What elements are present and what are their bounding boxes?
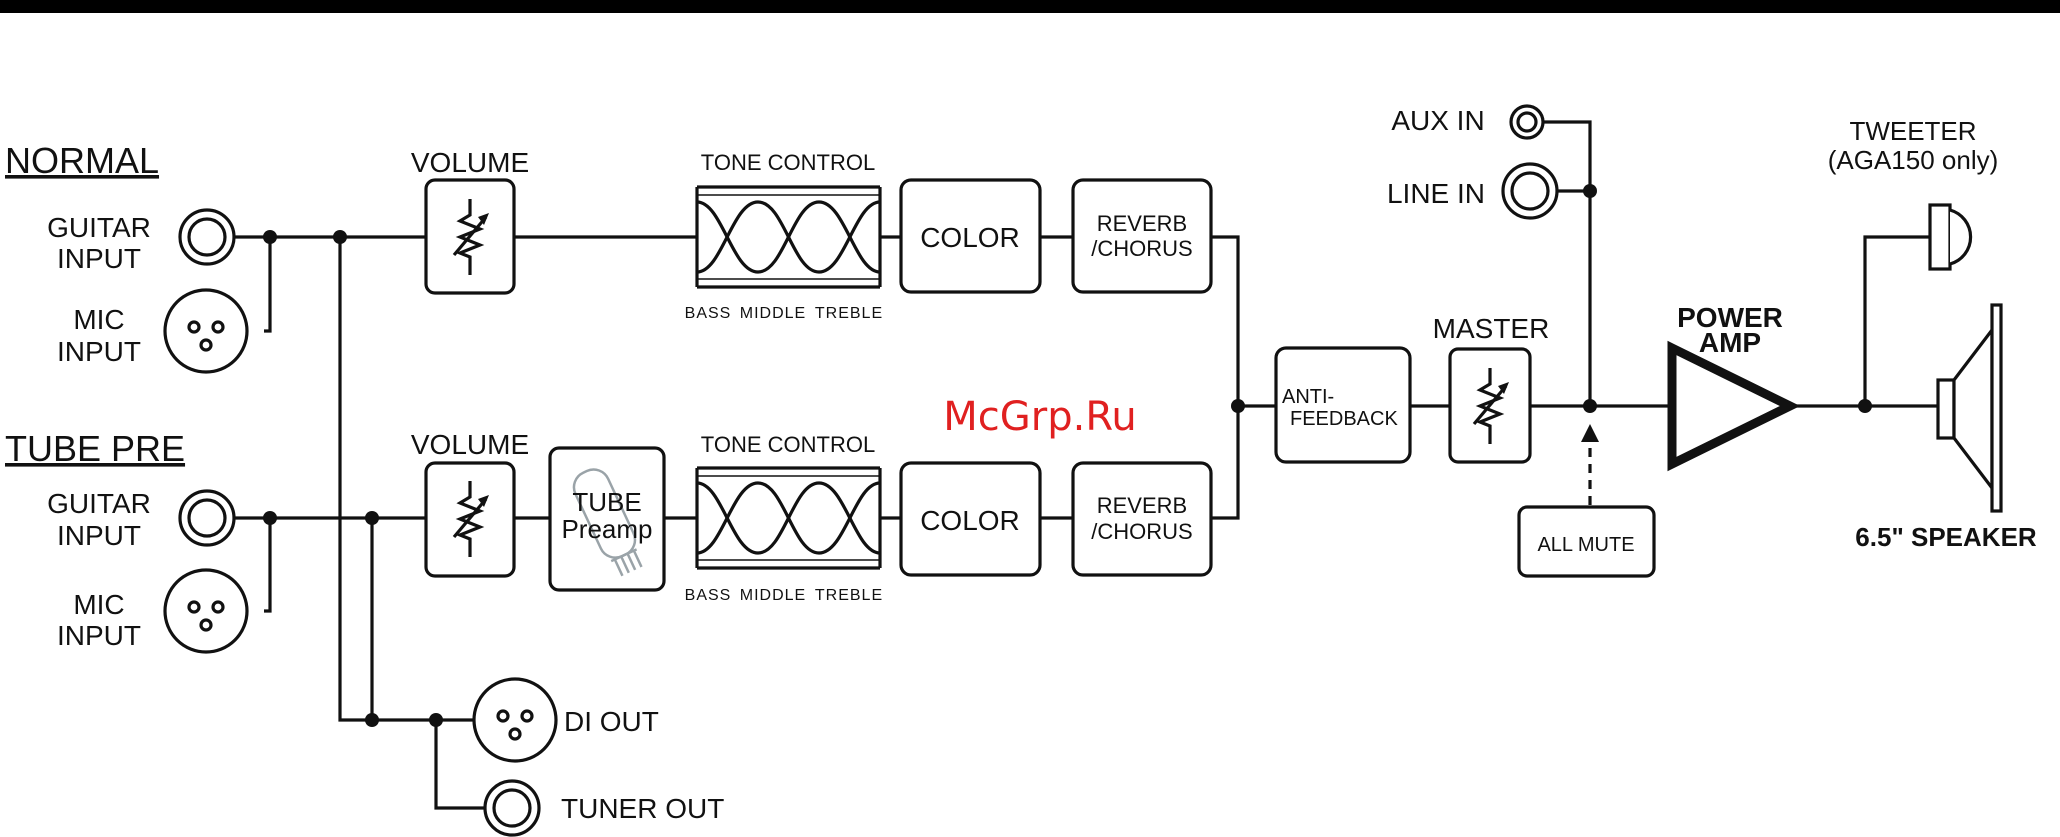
tube-tone-control-label: TONE CONTROL — [701, 432, 875, 457]
svg-text:FEEDBACK: FEEDBACK — [1290, 408, 1398, 430]
tube-mic-input-xlr-icon[interactable] — [163, 568, 249, 654]
anti-feedback-label: ANTI- FEEDBACK — [1282, 386, 1398, 430]
svg-text:MIC: MIC — [73, 304, 124, 335]
tube-color-label: COLOR — [920, 505, 1020, 536]
normal-reverb-box — [1071, 178, 1213, 294]
anti-feedback-box — [1274, 346, 1412, 464]
svg-text:MIC: MIC — [73, 589, 124, 620]
svg-text:INPUT: INPUT — [57, 243, 141, 274]
aux-in-label: AUX IN — [1391, 105, 1484, 136]
svg-text:MIDDLE: MIDDLE — [740, 587, 806, 604]
tube-volume-label: VOLUME — [411, 429, 529, 460]
svg-text:INPUT: INPUT — [57, 620, 141, 651]
normal-color-box — [899, 178, 1042, 294]
svg-text:(AGA150 only): (AGA150 only) — [1828, 145, 1999, 175]
di-out-xlr-icon[interactable] — [472, 677, 558, 763]
svg-text:TREBLE: TREBLE — [815, 305, 883, 322]
all-mute-box — [1517, 505, 1656, 578]
master-label: MASTER — [1433, 313, 1550, 344]
power-amp-label: POWER AMP — [1677, 302, 1783, 358]
tube-color-box — [899, 461, 1042, 577]
normal-volume-label: VOLUME — [411, 147, 529, 178]
speaker-icon — [1936, 303, 2003, 513]
normal-tone-control-label: TONE CONTROL — [701, 150, 875, 175]
tube-guitar-input-label: GUITAR INPUT — [47, 488, 151, 551]
svg-text:POWER: POWER — [1677, 302, 1783, 333]
speaker-label: 6.5" SPEAKER — [1855, 522, 2037, 552]
all-mute-label: ALL MUTE — [1537, 534, 1634, 556]
normal-guitar-input-label: GUITAR INPUT — [47, 212, 151, 274]
svg-text:GUITAR: GUITAR — [47, 212, 151, 243]
normal-mic-input-xlr-icon[interactable] — [163, 288, 249, 374]
section-normal: NORMAL — [5, 140, 159, 181]
tube-tone-band-labels: BASS MIDDLE TREBLE — [685, 587, 883, 604]
svg-text:AMP: AMP — [1699, 327, 1761, 358]
tuner-out-label: TUNER OUT — [561, 793, 724, 824]
svg-text:TREBLE: TREBLE — [815, 587, 883, 604]
normal-color-label: COLOR — [920, 222, 1020, 253]
preamp-label: Preamp — [561, 514, 652, 544]
normal-reverb-label: REVERB /CHORUS — [1091, 211, 1192, 261]
svg-text:GUITAR: GUITAR — [47, 488, 151, 519]
svg-text:MIDDLE: MIDDLE — [740, 305, 806, 322]
svg-text:/CHORUS: /CHORUS — [1091, 519, 1192, 544]
tube-label: TUBE — [572, 487, 641, 517]
tube-reverb-label: REVERB /CHORUS — [1091, 493, 1192, 544]
svg-text:ANTI-: ANTI- — [1282, 386, 1334, 408]
signal-wires — [234, 120, 1938, 810]
svg-text:INPUT: INPUT — [57, 336, 141, 367]
normal-tone-band-labels: BASS MIDDLE TREBLE — [685, 305, 883, 322]
svg-text:TWEETER: TWEETER — [1849, 116, 1976, 146]
line-in-jack-icon[interactable] — [1501, 162, 1559, 220]
tweeter-label: TWEETER (AGA150 only) — [1828, 116, 1999, 175]
tube-reverb-box — [1071, 461, 1213, 577]
junction-dots — [263, 184, 1872, 727]
power-amp-triangle-icon — [1667, 340, 1801, 472]
section-tube-pre: TUBE PRE — [5, 428, 185, 469]
svg-text:BASS: BASS — [685, 587, 732, 604]
svg-text:INPUT: INPUT — [57, 520, 141, 551]
normal-mic-input-label: MIC INPUT — [57, 304, 141, 367]
normal-tone-eq-icon — [695, 185, 882, 289]
line-in-label: LINE IN — [1387, 178, 1485, 209]
svg-text:/CHORUS: /CHORUS — [1091, 236, 1192, 261]
tube-guitar-input-jack-icon[interactable] — [178, 489, 236, 547]
svg-text:BASS: BASS — [685, 305, 732, 322]
di-out-label: DI OUT — [564, 706, 659, 737]
svg-text:REVERB: REVERB — [1097, 211, 1187, 236]
tweeter-icon — [1928, 203, 1973, 271]
tube-mic-input-label: MIC INPUT — [57, 589, 141, 651]
tuner-out-jack-icon[interactable] — [483, 779, 541, 837]
top-border-bar — [0, 0, 2060, 13]
vacuum-tube-icon — [572, 468, 643, 577]
aux-in-jack-icon[interactable] — [1509, 104, 1545, 140]
tube-tone-eq-icon — [695, 466, 882, 570]
watermark: McGrp.Ru — [943, 394, 1136, 440]
normal-guitar-input-jack-icon[interactable] — [178, 208, 236, 266]
svg-text:REVERB: REVERB — [1097, 493, 1187, 518]
